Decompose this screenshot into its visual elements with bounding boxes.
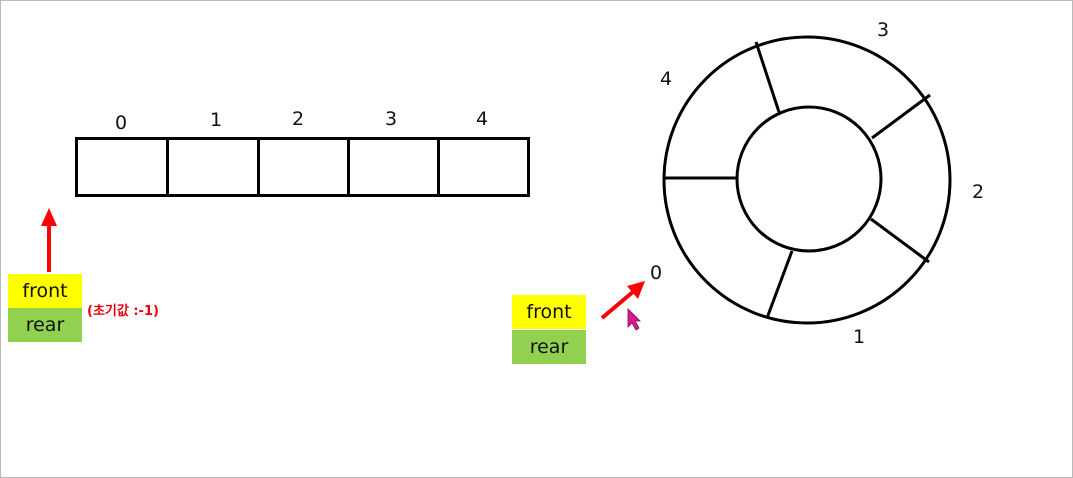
linear-index-0: 0	[115, 112, 128, 134]
arrow-diagonal-icon	[600, 281, 645, 320]
circular-index-1: 1	[853, 326, 866, 348]
slot-divider-0-1	[765, 250, 794, 319]
linear-cell-0	[75, 137, 169, 197]
circular-index-3: 3	[877, 19, 890, 41]
slot-divider-2-3	[871, 93, 931, 140]
circular-front-tag: front	[512, 295, 586, 329]
linear-index-1: 1	[210, 109, 223, 131]
linear-index-4: 4	[476, 108, 489, 130]
linear-rear-tag: rear	[8, 308, 82, 342]
circular-index-2: 2	[972, 181, 985, 203]
slot-divider-3-4	[754, 41, 781, 113]
circular-rear-tag: rear	[512, 330, 586, 364]
circular-queue	[662, 35, 952, 325]
circular-index-4: 4	[660, 68, 673, 90]
linear-cell-4	[437, 137, 530, 197]
linear-index-3: 3	[385, 108, 398, 130]
outer-ring	[662, 35, 952, 325]
inner-ring	[735, 105, 883, 253]
linear-index-2: 2	[292, 108, 305, 130]
initial-value-note: (초기값 :-1)	[87, 304, 159, 319]
circular-index-0: 0	[650, 262, 663, 284]
linear-front-tag: front	[8, 274, 82, 308]
arrow-up-icon	[41, 208, 57, 272]
slot-divider-1-2	[870, 217, 930, 264]
mouse-cursor-icon	[627, 308, 641, 331]
